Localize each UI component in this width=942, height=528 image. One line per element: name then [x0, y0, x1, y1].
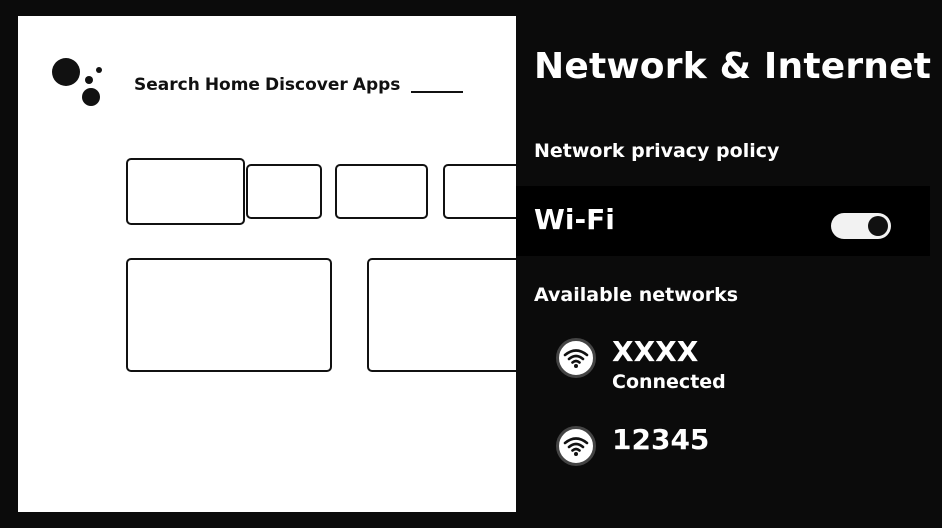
network-item[interactable]: XXXX Connected [556, 335, 916, 396]
assistant-icon[interactable] [52, 58, 110, 110]
assistant-dot-small [85, 76, 93, 84]
home-nav: Search Home Discover Apps [134, 71, 464, 95]
network-status: Connected [612, 371, 726, 393]
nav-discover[interactable]: Discover [264, 75, 348, 95]
app-tile[interactable] [126, 158, 245, 225]
nav-home[interactable]: Home [204, 75, 260, 95]
wifi-label: Wi-Fi [534, 203, 615, 236]
toggle-knob [868, 216, 888, 236]
wifi-icon [556, 426, 596, 466]
available-networks-heading: Available networks [534, 284, 739, 306]
content-tile[interactable] [126, 258, 332, 372]
nav-apps[interactable]: Apps [352, 75, 401, 95]
home-screen: Search Home Discover Apps [18, 16, 516, 512]
network-item[interactable]: 12345 [556, 423, 916, 484]
app-tile[interactable] [246, 164, 322, 219]
network-name: 12345 [612, 423, 710, 456]
app-tile[interactable] [335, 164, 428, 219]
network-name: XXXX [612, 335, 699, 368]
assistant-dot-large [52, 58, 80, 86]
assistant-dot-tiny [96, 67, 102, 73]
app-tile[interactable] [443, 164, 516, 219]
nav-underline [411, 91, 464, 93]
network-privacy-policy-item[interactable]: Network privacy policy [534, 140, 780, 162]
content-tile[interactable] [367, 258, 516, 372]
wifi-toggle-row[interactable]: Wi-Fi [516, 186, 930, 256]
network-settings-panel: Network & Internet Network privacy polic… [516, 16, 932, 512]
wifi-toggle[interactable] [831, 213, 891, 239]
panel-title: Network & Internet [534, 46, 932, 87]
nav-search[interactable]: Search [134, 75, 200, 95]
wifi-icon [556, 338, 596, 378]
assistant-dot-medium [82, 88, 100, 106]
